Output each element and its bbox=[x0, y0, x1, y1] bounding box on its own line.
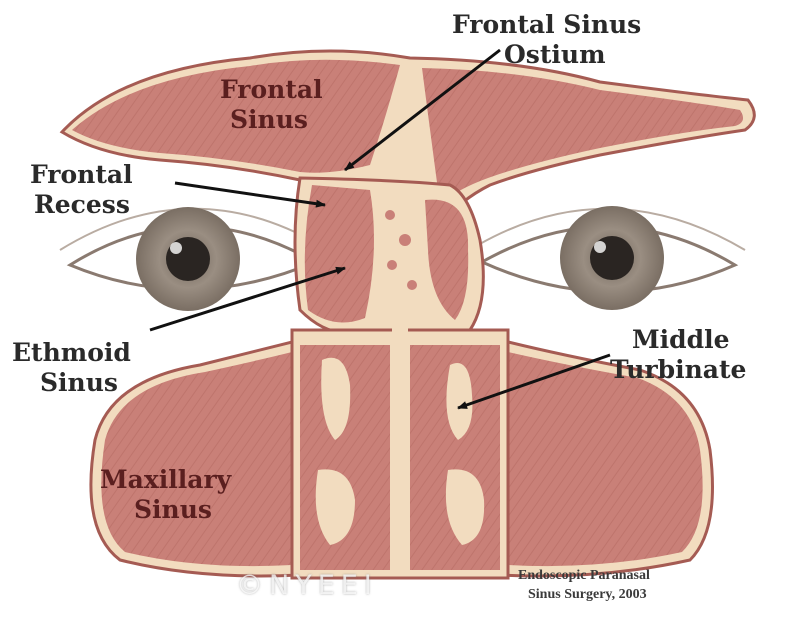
label-frontal-sinus-ostium: Frontal Sinus Ostium bbox=[452, 10, 641, 70]
label-middle-turbinate: Middle Turbinate bbox=[610, 325, 746, 385]
label-frontal-sinus: Frontal Sinus bbox=[220, 75, 323, 135]
watermark: ©NYEEI bbox=[236, 570, 378, 601]
nasal-cavity bbox=[292, 320, 508, 578]
right-eye bbox=[478, 206, 745, 310]
label-frontal-recess: Frontal Recess bbox=[30, 160, 133, 220]
left-eye bbox=[60, 207, 320, 311]
label-ethmoid-sinus: Ethmoid Sinus bbox=[12, 338, 131, 398]
credit-text: Endoscopic Paranasal Sinus Surgery, 2003 bbox=[518, 566, 650, 604]
label-maxillary-sinus: Maxillary Sinus bbox=[100, 465, 231, 525]
ethmoid-column bbox=[295, 178, 483, 333]
